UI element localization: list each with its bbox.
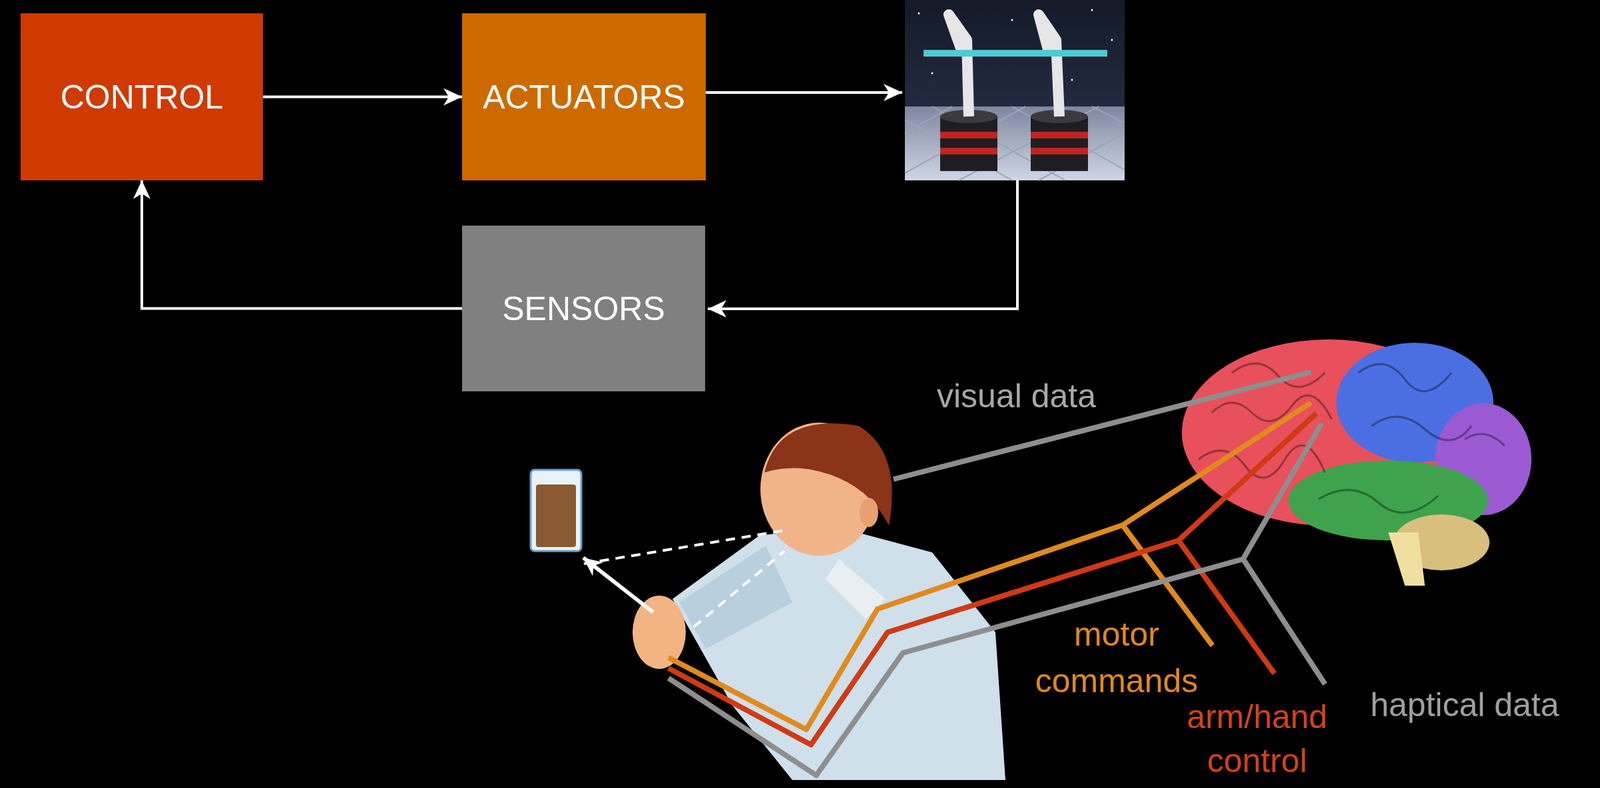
flow-arrow [263,95,463,99]
man-figure [632,422,1006,781]
sight-lines [583,530,785,628]
arrow-from-robot [707,180,1018,309]
signal-label: visual data [936,376,1096,417]
signal-label: arm/hand control [1170,695,1344,784]
robot-scene [904,0,1125,181]
sensors-box: SENSORS [462,225,706,392]
control-box: CONTROL [20,13,264,181]
actuators-box: ACTUATORS [462,13,706,181]
signal-label: haptical data [1370,685,1560,726]
box-label: SENSORS [502,289,666,329]
flow-arrow [141,180,463,309]
arrow-to-robot [705,91,903,94]
scene-background [904,0,1125,181]
glass [530,470,582,552]
checker-floor [904,106,1125,181]
brain [1181,339,1532,586]
box-label: CONTROL [60,77,224,117]
floor-grid [904,106,1125,181]
haptic-leader [1243,559,1326,685]
box-label: ACTUATORS [482,77,686,117]
robot-arrows [705,92,1018,309]
robot-arm-left [940,14,998,172]
control-pathway [668,413,1317,746]
visual-pathway [893,372,1312,480]
reach-arrow [583,557,654,613]
signal-label: motor commands [1016,611,1217,705]
control-leader [1178,540,1275,674]
robot-arm-right [1030,14,1088,172]
carried-bar [923,49,1108,57]
